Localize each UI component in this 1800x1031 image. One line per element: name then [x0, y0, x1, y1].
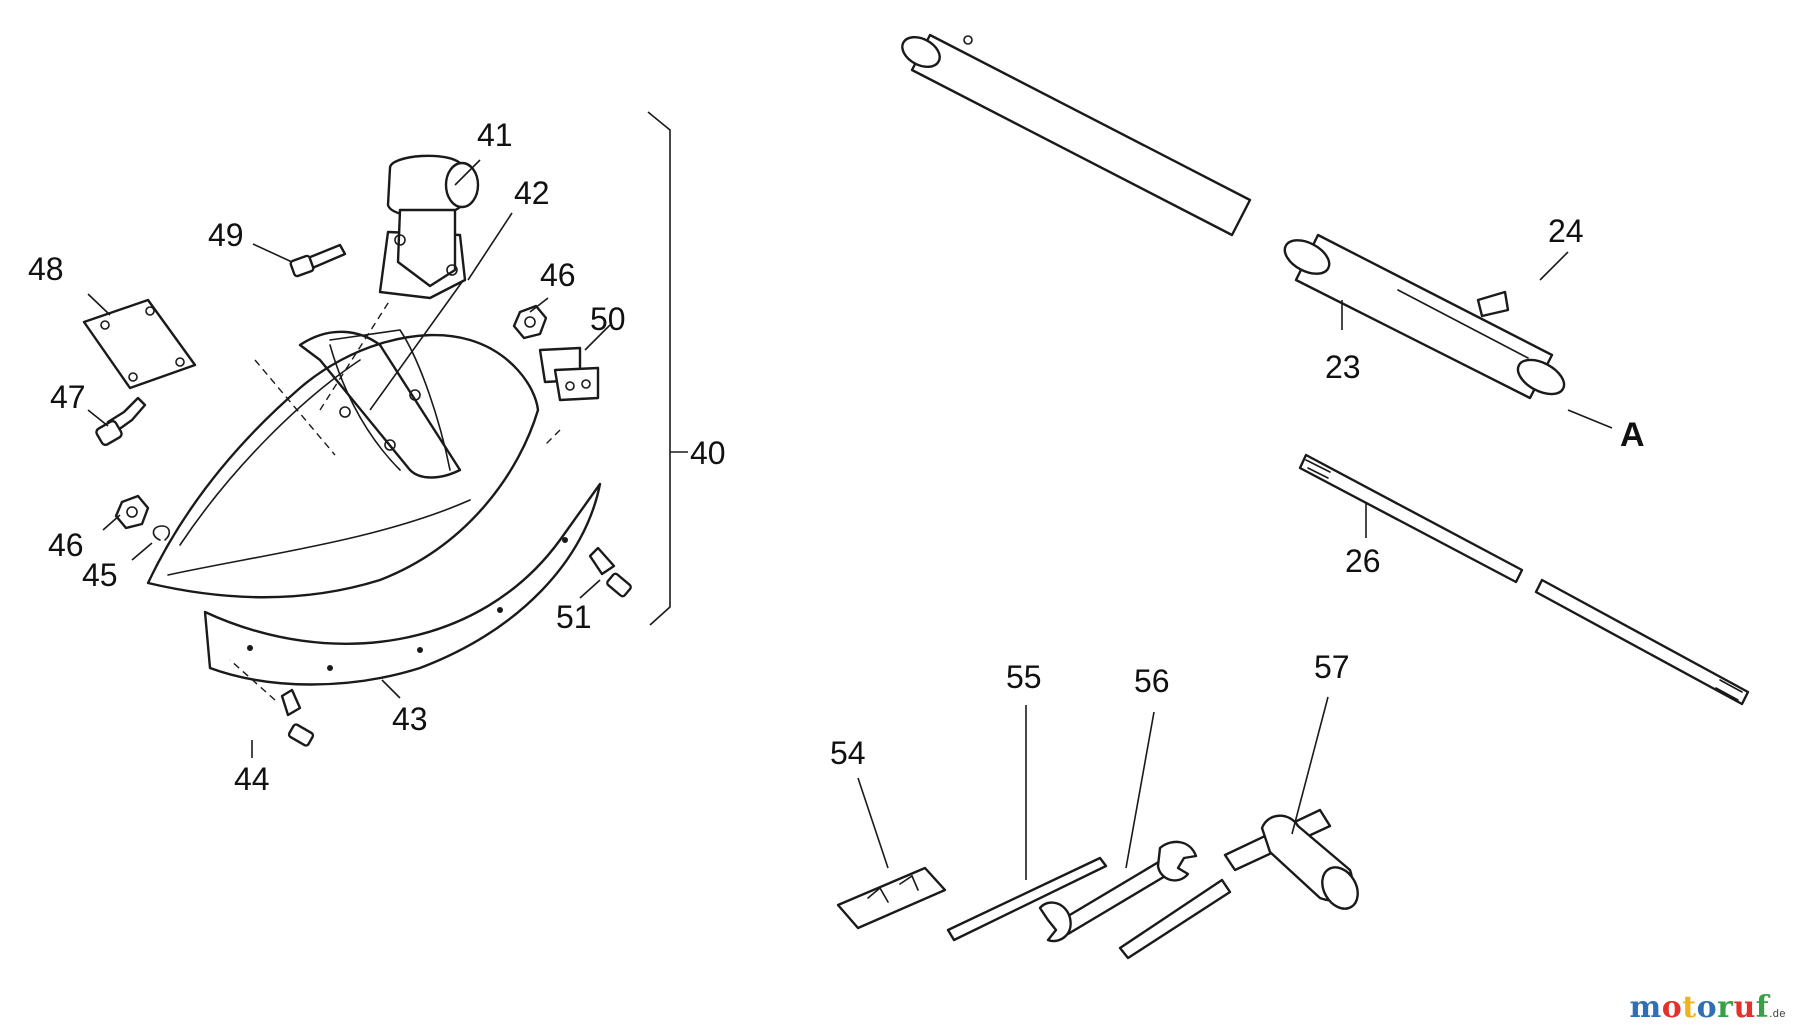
- callout-46-left: 46: [48, 527, 84, 563]
- bolt-part-51: [588, 546, 632, 598]
- assembly-bracket: [647, 111, 671, 626]
- callout-46-right: 46: [540, 257, 576, 293]
- shaft-tube-part-23: [1283, 233, 1566, 400]
- clamp-part-41: [378, 154, 480, 300]
- watermark-letter: r: [1717, 990, 1734, 1025]
- callout-26: 26: [1345, 543, 1381, 579]
- callout-24: 24: [1548, 213, 1584, 249]
- watermark-letter: m: [1629, 990, 1662, 1025]
- nut-part-46-right: [512, 304, 548, 340]
- callout-48: 48: [28, 251, 64, 287]
- bolt-part-44: [280, 688, 315, 747]
- tool-sheet-part-54: [836, 866, 947, 930]
- callout-57: 57: [1314, 649, 1350, 685]
- callout-47: 47: [50, 379, 86, 415]
- guard-extension-part-43: [203, 482, 602, 686]
- bolt-part-47: [95, 396, 147, 447]
- drive-shaft-tube-upper: [901, 33, 1252, 237]
- bolt-part-49: [289, 243, 347, 278]
- label-part-24: [1476, 290, 1510, 318]
- callout-51: 51: [556, 599, 592, 635]
- callout-45: 45: [82, 557, 118, 593]
- socket-wrench-part-57: [1118, 808, 1359, 960]
- callout-40: 40: [690, 435, 726, 471]
- motoruf-watermark: motoruf.de: [1630, 990, 1786, 1025]
- guard-shell: [146, 333, 540, 599]
- callout-49: 49: [208, 217, 244, 253]
- wrench-part-56: [1038, 840, 1198, 943]
- callout-55: 55: [1006, 659, 1042, 695]
- plate-part-48: [82, 298, 197, 390]
- drive-shaft-part-26: [1298, 453, 1750, 706]
- callout-43: 43: [392, 701, 428, 737]
- washer-part-45: [152, 525, 171, 541]
- callout-54: 54: [830, 735, 866, 771]
- callout-23: 23: [1325, 349, 1361, 385]
- callout-56: 56: [1134, 663, 1170, 699]
- callout-A: A: [1620, 416, 1645, 454]
- watermark-letter: f: [1755, 990, 1770, 1025]
- watermark-suffix: .de: [1769, 1008, 1786, 1020]
- watermark-letter: t: [1682, 990, 1697, 1025]
- watermark-letter: o: [1661, 990, 1683, 1025]
- guard-frame-part-42: [298, 330, 462, 479]
- tool-rod-part-55: [946, 856, 1108, 942]
- callouts: 41 42 49 48 46 50 47 40 46 45 51 43 44 2…: [28, 117, 1645, 797]
- nut-part-46-left: [114, 494, 150, 530]
- watermark-letter: u: [1733, 990, 1756, 1025]
- callout-42: 42: [514, 175, 550, 211]
- leader-lines: [87, 159, 1613, 880]
- callout-50: 50: [590, 301, 626, 337]
- watermark-letter: o: [1696, 990, 1718, 1025]
- callout-41: 41: [477, 117, 513, 153]
- clip-part-50: [538, 346, 600, 402]
- guard-assembly: [82, 111, 688, 747]
- callout-44: 44: [234, 761, 270, 797]
